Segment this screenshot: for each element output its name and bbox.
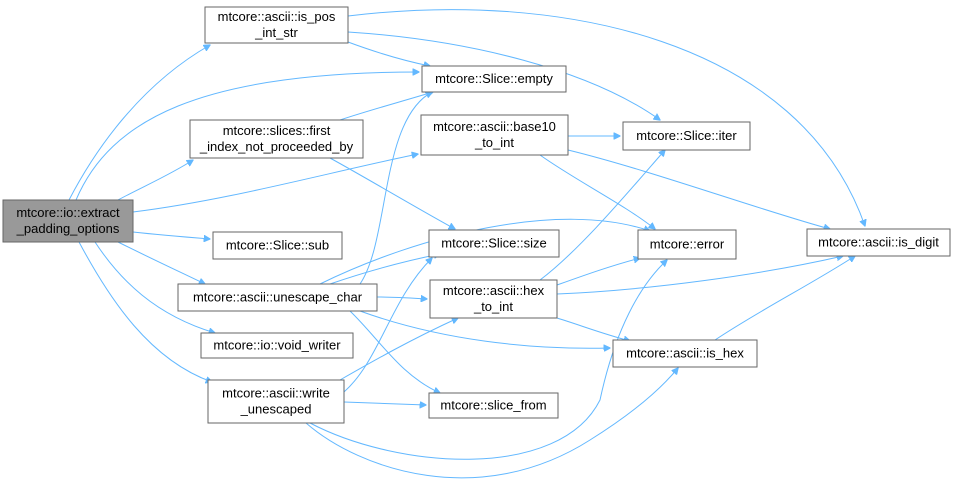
edge-hex_to_int-to-is_hex: [556, 317, 630, 341]
node-slice-size[interactable]: mtcore::Slice::size: [428, 229, 560, 258]
node-label-line: mtcore::ascii::base10: [433, 119, 556, 134]
node-box: [806, 228, 951, 257]
node-is-hex[interactable]: mtcore::ascii::is_hex: [612, 339, 758, 368]
node-box: [420, 114, 569, 156]
node-label-line: _to_int: [473, 299, 513, 314]
edge-first_index-to-slice_size: [329, 157, 455, 229]
node-box: [207, 379, 345, 424]
node-label-line: mtcore::ascii::hex: [443, 283, 545, 298]
node-base10-to-int[interactable]: mtcore::ascii::base10_to_int: [420, 114, 569, 156]
node-first-index[interactable]: mtcore::slices::first_index_not_proceede…: [189, 119, 364, 159]
edge-write_unescaped-to-error: [309, 260, 667, 460]
node-label-line: mtcore::slices::first: [223, 123, 331, 138]
node-label-line: mtcore::error: [650, 237, 725, 252]
edge-hex_to_int-to-slice_iter: [539, 150, 665, 281]
edge-write_unescaped-to-slice_from: [343, 402, 426, 405]
node-hex-to-int[interactable]: mtcore::ascii::hex_to_int: [429, 279, 558, 319]
edge-extract-to-write_unescaped: [78, 241, 212, 382]
node-box: [637, 229, 737, 260]
edge-is_hex-to-is_digit: [714, 256, 855, 341]
node-label-line: mtcore::slice_from: [440, 398, 546, 413]
nodes-layer: mtcore::io::extract_padding_optionsmtcor…: [2, 6, 951, 424]
node-box: [200, 332, 354, 359]
node-label-line: _padding_options: [16, 221, 120, 236]
node-box: [421, 65, 567, 93]
edge-is_pos_int_str-to-is_digit: [347, 9, 865, 226]
node-box: [189, 119, 364, 159]
node-label-line: mtcore::ascii::is_digit: [818, 235, 939, 250]
node-label-line: mtcore::ascii::is_pos: [218, 9, 336, 24]
edges-layer: [68, 9, 865, 479]
edge-unescape_char-to-is_hex: [359, 310, 610, 348]
node-error[interactable]: mtcore::error: [637, 229, 737, 260]
edge-is_pos_int_str-to-slice_iter: [347, 31, 660, 120]
node-label-line: mtcore::Slice::size: [441, 236, 546, 251]
edge-extract-to-unescape_char: [117, 241, 205, 284]
node-label-line: mtcore::ascii::write: [222, 386, 330, 401]
node-box: [2, 199, 134, 243]
node-box: [212, 231, 343, 260]
edge-first_index-to-slice_empty: [339, 92, 433, 121]
node-label-line: mtcore::Slice::empty: [435, 71, 553, 86]
edge-extract-to-first_index: [117, 160, 193, 201]
node-label-line: _int_str: [254, 25, 298, 40]
node-is-digit[interactable]: mtcore::ascii::is_digit: [806, 228, 951, 257]
node-label-line: mtcore::Slice::sub: [226, 238, 329, 253]
node-label-line: _index_not_proceeded_by: [199, 139, 354, 154]
node-box: [622, 121, 751, 151]
edge-extract-to-slice_empty: [75, 72, 419, 201]
edge-extract-to-slice_sub: [132, 231, 210, 239]
node-label-line: mtcore::ascii::unescape_char: [193, 290, 363, 305]
node-extract[interactable]: mtcore::io::extract_padding_options: [2, 199, 134, 243]
node-label-line: _to_int: [474, 135, 514, 150]
edge-extract-to-void_writer: [94, 241, 215, 333]
node-label-line: mtcore::io::void_writer: [213, 338, 341, 353]
edge-unescape_char-to-slice_from: [349, 310, 440, 393]
node-label-line: _unescaped: [240, 402, 312, 417]
node-box: [428, 229, 560, 258]
edge-unescape_char-to-slice_empty: [359, 92, 432, 285]
edge-base10_to_int-to-is_digit: [567, 149, 830, 229]
node-box: [177, 283, 378, 312]
node-is-pos-int-str[interactable]: mtcore::ascii::is_pos_int_str: [204, 6, 349, 44]
node-slice-iter[interactable]: mtcore::Slice::iter: [622, 121, 751, 151]
edge-is_pos_int_str-to-slice_empty: [347, 41, 430, 66]
node-label-line: mtcore::io::extract: [16, 205, 120, 220]
node-label-line: mtcore::Slice::iter: [636, 128, 737, 143]
edge-hex_to_int-to-error: [556, 258, 640, 286]
edge-base10_to_int-to-error: [539, 154, 655, 229]
node-slice-from[interactable]: mtcore::slice_from: [428, 392, 559, 419]
edge-write_unescaped-to-slice_size: [343, 258, 432, 393]
node-write-unescaped[interactable]: mtcore::ascii::write_unescaped: [207, 379, 345, 424]
node-label-line: mtcore::ascii::is_hex: [626, 346, 744, 361]
edge-hex_to_int-to-is_digit: [556, 256, 843, 295]
node-box: [428, 392, 559, 419]
edge-write_unescaped-to-hex_to_int: [339, 318, 458, 381]
node-unescape-char[interactable]: mtcore::ascii::unescape_char: [177, 283, 378, 312]
node-void-writer[interactable]: mtcore::io::void_writer: [200, 332, 354, 359]
edge-extract-to-base10_to_int: [132, 154, 418, 213]
edge-extract-to-is_pos_int_str: [68, 45, 210, 201]
edge-write_unescaped-to-is_hex: [305, 368, 678, 479]
edge-unescape_char-to-error: [319, 218, 650, 285]
node-box: [612, 339, 758, 368]
edge-unescape_char-to-slice_size: [329, 254, 440, 285]
node-box: [429, 279, 558, 319]
node-slice-sub[interactable]: mtcore::Slice::sub: [212, 231, 343, 260]
node-box: [204, 6, 349, 44]
node-slice-empty[interactable]: mtcore::Slice::empty: [421, 65, 567, 93]
